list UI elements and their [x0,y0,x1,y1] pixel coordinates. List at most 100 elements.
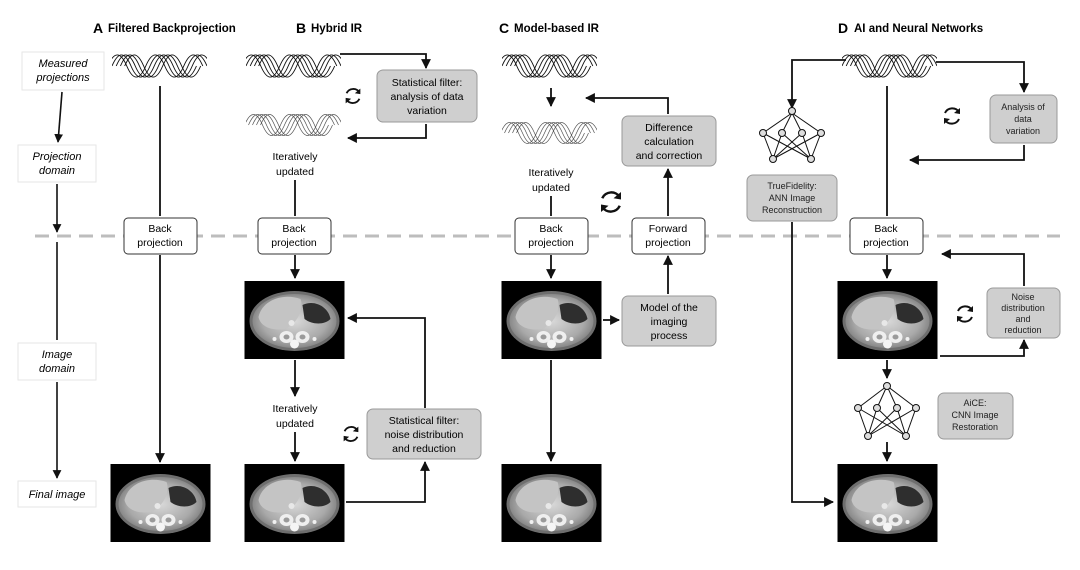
c-model-box [621,295,717,347]
a-projection-waves [112,54,207,78]
b-back-projection-label-1: Back [282,223,306,235]
b-stat-filter-data-label-2: analysis of data [391,91,464,103]
b-iteration-cycle-icon-2 [342,425,360,443]
b-arrow-back-to-image [347,313,426,408]
b-iteration-cycle-icon-1 [344,87,362,105]
b-updated-projection-waves [246,114,341,136]
d-truefidelity-label-3: Reconstruction [762,205,822,215]
projection-domain-label-box [17,144,97,183]
d-arrow-truefidelity-to-final [791,222,834,507]
b-arrow-to-noise-filter [346,461,430,503]
c-model-label-2: imaging [651,316,688,328]
column-b-letter: B [296,20,306,36]
d-analysis-label-1: Analysis of [1001,102,1045,112]
column-c: Difference calculation and correction It… [501,54,717,542]
b-stat-filter-noise-box [366,408,482,460]
d-truefidelity-box [746,174,838,222]
b-iteratively-updated-1-line-2: updated [276,166,314,178]
a-back-projection-label-2: projection [137,237,183,249]
d-noise-label-4: reduction [1004,325,1041,335]
watermark: XI区 [951,496,1018,525]
image-domain-label-2: domain [39,363,75,375]
side-labels: Measured projections Projection domain I… [17,51,105,508]
d-iteration-cycle-icon-2 [956,305,974,323]
c-ct-image-iter [501,281,602,359]
d-arrow-to-ann [787,59,846,109]
b-arrow-back-to-waves [347,124,427,143]
d-noise-label-2: distribution [1001,303,1045,313]
b-iteratively-updated-2-line-1: Iteratively [273,403,319,415]
measured-projections-label-box [21,51,105,91]
b-ct-image-iter [244,281,345,359]
chat-bubble-icon-2 [961,505,979,525]
c-iteratively-updated-line-1: Iteratively [529,167,575,179]
b-iteratively-updated-1-line-1: Iteratively [273,151,319,163]
column-a: Back projection [110,54,211,542]
chat-bubble-icon [951,496,971,521]
measured-projections-label-2: projections [35,72,90,84]
column-titles: A Filtered Backprojection B Hybrid IR C … [93,20,983,36]
d-noise-label-3: and [1015,314,1030,324]
b-stat-filter-data-label-1: Statistical filter: [392,77,463,89]
c-difference-label-1: Difference [645,122,693,134]
column-c-title: Model-based IR [514,23,600,35]
b-back-projection-label-2: projection [271,237,317,249]
c-updated-projection-waves [502,122,597,144]
d-analysis-box [989,94,1058,144]
d-back-projection-label-1: Back [874,223,898,235]
c-forward-projection-box [631,217,706,255]
c-difference-label-3: and correction [636,150,703,162]
c-model-label-3: process [651,330,688,342]
d-noise-label-1: Noise [1011,292,1034,302]
column-c-letter: C [499,20,509,36]
b-stat-filter-noise-label-1: Statistical filter: [389,415,460,427]
b-projection-waves [246,54,341,78]
d-aice-label-2: CNN Image [951,410,998,420]
c-forward-projection-label-2: projection [645,237,691,249]
d-analysis-label-2: data [1014,114,1032,124]
b-stat-filter-noise-label-2: noise distribution [385,429,464,441]
d-ct-image-iter [837,281,938,359]
c-iteration-cycle-icon [599,190,623,214]
a-final-ct-image [110,464,211,542]
column-a-title: Filtered Backprojection [108,23,236,35]
d-cnn-network-icon [854,382,920,440]
c-back-projection-label-1: Back [539,223,563,235]
column-d-letter: D [838,20,848,36]
d-aice-label-1: AiCE: [963,398,986,408]
d-projection-waves [842,54,937,78]
d-truefidelity-label-2: ANN Image [769,193,816,203]
a-back-projection-label-1: Back [148,223,172,235]
c-model-label-1: Model of the [640,302,698,314]
c-projection-waves [502,54,597,78]
column-d: Analysis of data variation TrueFidelity:… [746,54,1061,542]
d-iteration-cycle-icon-1 [943,107,961,125]
d-arrow-analysis-back [909,145,1025,165]
b-stat-filter-data-box [376,69,478,123]
a-back-projection-box [123,217,198,255]
column-b: Statistical filter: analysis of data var… [244,53,482,542]
column-d-title: AI and Neural Networks [854,23,983,35]
d-analysis-label-3: variation [1006,126,1040,136]
d-aice-box [937,392,1014,440]
d-aice-label-3: Restoration [952,422,998,432]
image-domain-label-box [17,342,97,381]
b-final-ct-image [244,464,345,542]
d-noise-box [986,287,1061,339]
b-stat-filter-noise-label-3: and reduction [392,443,456,455]
final-image-label-box [17,480,97,508]
d-truefidelity-label-1: TrueFidelity: [767,181,816,191]
d-back-projection-label-2: projection [863,237,909,249]
b-stat-filter-data-label-3: variation [407,105,447,117]
d-arrow-image-to-noise [940,339,1029,357]
c-back-projection-label-2: projection [528,237,574,249]
b-back-projection-box [257,217,332,255]
d-ann-network-icon [759,107,825,163]
projection-domain-label-1: Projection [33,151,82,163]
column-a-letter: A [93,20,103,36]
c-back-projection-box [514,217,589,255]
final-image-label: Final image [29,489,86,501]
d-arrow-to-analysis [936,61,1029,93]
